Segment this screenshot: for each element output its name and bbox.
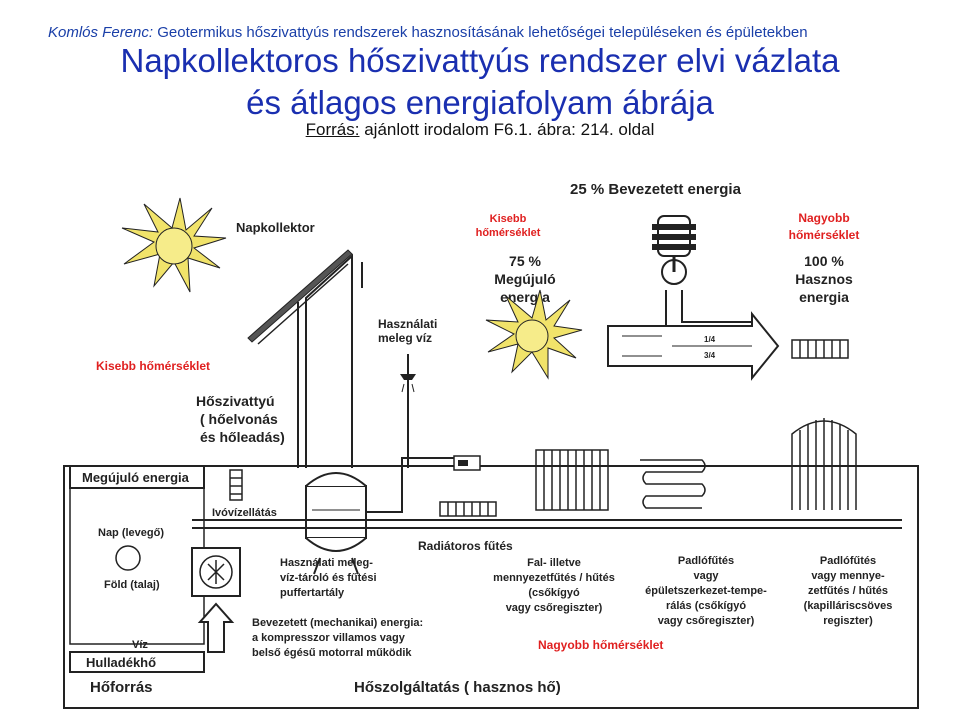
solar-collector-label: Napkollektor: [236, 220, 315, 235]
floor-ceiling-line2: vagy mennye-: [811, 570, 885, 582]
distribution-lines: [192, 457, 902, 529]
source-label: Forrás:: [305, 120, 360, 139]
fraction-top: 1/4: [704, 335, 716, 344]
waste-heat-label: Hulladékhő: [86, 655, 156, 670]
wall-ceiling-line2: mennyezetfűtés / hűtés: [493, 572, 615, 584]
introduced-energy-label: 25 % Bevezetett energia: [570, 181, 742, 198]
source-text: ajánlott irodalom F6.1. ábra: 214. oldal: [364, 120, 655, 139]
heat-pump-unit-icon: [191, 547, 241, 597]
heat-pump-line1: Hőszivattyú: [196, 393, 275, 409]
mechanical-energy-line2: a kompresszor villamos vagy: [252, 632, 406, 644]
thermostat-icon: [453, 455, 481, 471]
floor-ceiling-line1: Padlófűtés: [820, 555, 876, 567]
globe-icon: [115, 545, 141, 571]
renewable-pct: 75 %: [509, 253, 541, 269]
capillary-register-icon: [791, 418, 857, 510]
useful-label-2: energia: [799, 289, 849, 305]
slide-title-line1: Napkollektoros hőszivattyús rendszer elv…: [120, 42, 840, 79]
renewable-energy-label: Megújuló energia: [82, 470, 190, 485]
radiator-small-icon: [791, 339, 849, 359]
drinking-water-label: Ivóvízellátás: [212, 507, 277, 519]
slide-header: Komlós Ferenc: Geotermikus hőszivattyús …: [0, 0, 960, 160]
mechanical-energy-line1: Bevezetett (mechanikai) energia:: [252, 617, 423, 629]
mechanical-energy-arrow: [197, 602, 235, 653]
author-name: Komlós Ferenc:: [48, 24, 154, 41]
floor-heating-line2: vagy: [693, 570, 719, 582]
diagram-frame: [63, 465, 919, 709]
storage-tank-icon: [305, 472, 367, 575]
tank-line2: víz-tároló és fűtési: [280, 572, 377, 584]
floor-ceiling-line5: regiszter): [823, 615, 873, 627]
wall-coil-grid-icon: [535, 449, 609, 511]
floor-ceiling-line4: (kapilláriscsöves: [804, 600, 893, 612]
sun-air-label: Nap (levegő): [98, 527, 164, 539]
wall-ceiling-line1: Fal- illetve: [527, 557, 581, 569]
heat-service-label: Hőszolgáltatás ( hasznos hő): [354, 679, 561, 696]
sun-icon-middle: [485, 289, 583, 380]
heat-source-column: Megújuló energia Nap (levegő) Föld (tala…: [69, 465, 205, 673]
slide-title-line2: és átlagos energiafolyam ábrája: [246, 84, 714, 121]
solar-collector-panel: [247, 249, 353, 345]
radiator-icon: [439, 501, 497, 517]
energy-flow-arrow: 1/4 3/4: [607, 290, 780, 381]
floor-heating-line1: Padlófűtés: [678, 555, 734, 567]
source-citation: Forrás: ajánlott irodalom F6.1. ábra: 21…: [0, 120, 960, 140]
water-meter-icon: [229, 469, 243, 501]
heat-pump-diagram: 25 % Bevezetett energia Kisebb hőmérsékl…: [63, 181, 919, 709]
heat-pump-line3: és hőleadás): [200, 429, 285, 445]
wall-ceiling-line3: (csőkígyó: [528, 587, 580, 599]
useful-pct: 100 %: [804, 253, 844, 269]
floor-coil-icon: [640, 459, 706, 509]
running-subject: Geotermikus hőszivattyús rendszerek hasz…: [157, 24, 808, 41]
lower-temp-a-line2: hőmérséklet: [476, 227, 541, 239]
floor-ceiling-line3: zetfűtés / hűtés: [808, 585, 888, 597]
tank-line3: puffertartály: [280, 587, 345, 599]
heat-source-label: Hőforrás: [90, 679, 153, 696]
higher-temp-b: Nagyobb hőmérséklet: [538, 638, 663, 652]
pipes: [297, 253, 409, 468]
tank-line1: Használati meleg-: [280, 557, 373, 569]
wall-ceiling-line4: vagy csőregiszter): [506, 602, 603, 614]
heat-pump-line2: ( hőelvonás: [200, 411, 278, 427]
floor-heating-line5: vagy csőregiszter): [658, 615, 755, 627]
hot-water-line2: meleg víz: [378, 331, 432, 345]
renewable-label-1: Megújuló: [494, 271, 555, 287]
sun-icon-left: [121, 197, 227, 293]
lower-temp-a-line1: Kisebb: [490, 213, 527, 225]
higher-temp-a-line2: hőmérséklet: [789, 228, 860, 242]
running-header: Komlós Ferenc: Geotermikus hőszivattyús …: [48, 24, 808, 41]
earth-soil-label: Föld (talaj): [104, 579, 160, 591]
floor-heating-line3: épületszerkezet-tempe-: [645, 585, 767, 597]
mechanical-energy-line3: belső égésű motorral működik: [252, 647, 412, 659]
water-label: Víz: [132, 639, 148, 651]
higher-temp-a-line1: Nagyobb: [798, 211, 849, 225]
useful-label-1: Hasznos: [795, 271, 853, 287]
compressor-engine-icon: [652, 215, 696, 285]
fraction-bottom: 3/4: [704, 351, 716, 360]
shower-icon: [400, 362, 416, 393]
floor-heating-line4: rálás (csőkígyó: [666, 600, 746, 612]
hot-water-line1: Használati: [378, 317, 437, 331]
lower-temp-b: Kisebb hőmérséklet: [96, 359, 210, 373]
radiator-heating-label: Radiátoros fűtés: [418, 539, 513, 553]
